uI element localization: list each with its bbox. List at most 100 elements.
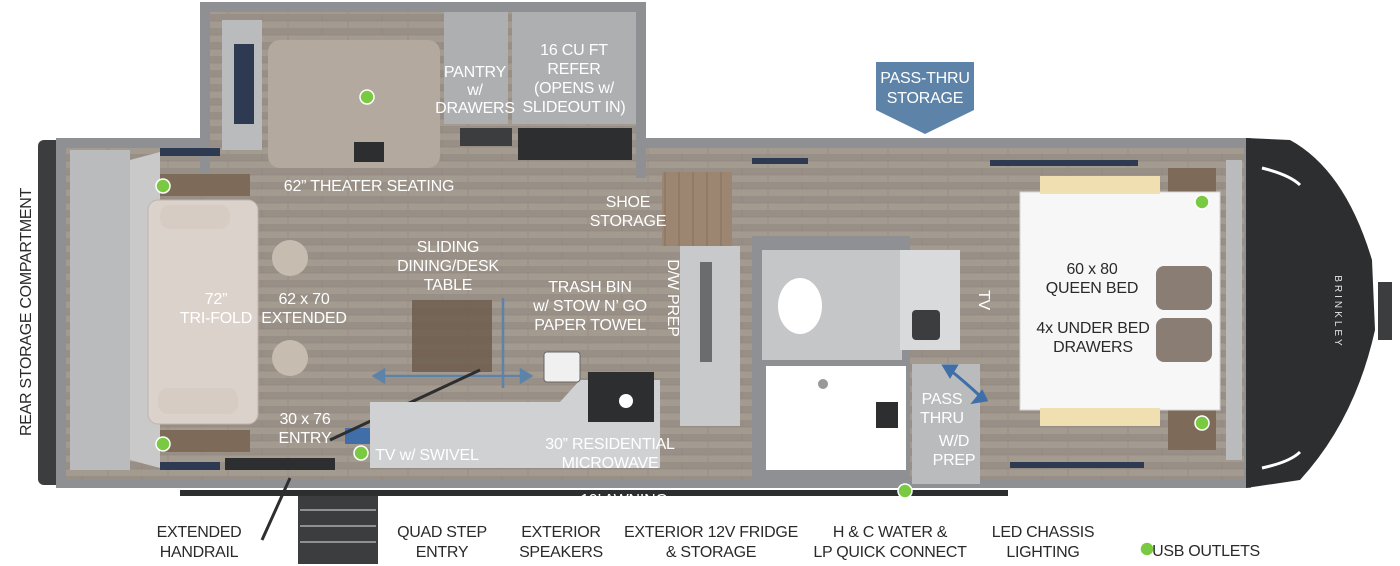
- theater-console: [354, 142, 384, 162]
- bed-label-2: QUEEN BED: [1046, 280, 1138, 297]
- callout-line-1: PASS-THRU: [880, 70, 969, 87]
- theater-seating-label: 62” THEATER SEATING: [284, 178, 454, 195]
- dining-label-3: TABLE: [424, 277, 473, 294]
- under-bed-label-1: 4x UNDER BED: [1036, 320, 1149, 337]
- dw-prep-label: D/W PREP: [664, 259, 681, 337]
- refer-label-3: (OPENS w/: [534, 80, 615, 97]
- speakers-label-1: EXTERIOR: [521, 524, 600, 541]
- sofa-pillow: [158, 388, 238, 414]
- brand-logo: BRINKLEY: [1332, 275, 1343, 348]
- nightstand-bottom: [1168, 406, 1216, 450]
- pass-thru-storage-callout: [876, 62, 974, 134]
- trash-label-2: w/ STOW N’ GO: [532, 298, 647, 315]
- theater-seating: [268, 40, 440, 168]
- usb-dot-bed-top: [1194, 194, 1210, 210]
- sofa-ext-label-2: EXTENDED: [261, 310, 347, 327]
- refer-label-4: SLIDEOUT IN): [522, 99, 625, 116]
- kingpin: [1378, 282, 1392, 340]
- wd-prep-label-2: PREP: [933, 452, 976, 469]
- rear-storage-label: REAR STORAGE COMPARTMENT: [18, 188, 35, 436]
- sofa-label-2: TRI-FOLD: [180, 310, 252, 327]
- bath-tv-label: TV: [975, 290, 992, 311]
- under-bed-drawers-top: [1040, 176, 1160, 194]
- pass-thru-arrow: [941, 364, 989, 405]
- toilet: [778, 278, 822, 334]
- window-2: [160, 462, 220, 470]
- awning-label: 19’ AWNING: [580, 492, 668, 509]
- refer-label-1: 16 CU FT: [540, 42, 608, 59]
- usb-legend-label: USB OUTLETS: [1152, 543, 1260, 560]
- shoe-storage: [662, 172, 732, 246]
- awning-bar: [180, 490, 1008, 496]
- dining-label-1: SLIDING: [417, 239, 480, 256]
- kitchen-island: [370, 380, 660, 468]
- callout-line-2: STORAGE: [887, 90, 964, 107]
- window-1: [160, 148, 220, 156]
- shoe-storage-label-1: SHOE: [606, 194, 651, 211]
- under-bed-drawers-bottom: [1040, 408, 1160, 426]
- refer: [512, 12, 636, 124]
- windows: [160, 148, 1144, 470]
- microwave-knob: [619, 394, 633, 408]
- usb-legend-dot: [1139, 541, 1155, 557]
- shower-fixture: [876, 402, 898, 428]
- quad-step-label-1: QUAD STEP: [397, 524, 487, 541]
- window-4: [990, 160, 1138, 166]
- dining-table: [412, 300, 492, 372]
- fridge-label-1: EXTERIOR 12V FRIDGE: [624, 524, 798, 541]
- under-bed-label-2: DRAWERS: [1053, 339, 1133, 356]
- entry-door: [225, 458, 335, 470]
- handrail-label-1: EXTENDED: [157, 524, 242, 541]
- refer-label-2: REFER: [547, 61, 600, 78]
- usb-markers: [155, 89, 1210, 557]
- trash-bin: [543, 351, 581, 383]
- ottoman-bottom: [272, 340, 308, 376]
- refer-door: [518, 128, 632, 160]
- water-label-1: H & C WATER &: [833, 524, 948, 541]
- handrail-label-2: HANDRAIL: [160, 544, 239, 561]
- front-light-bottom: [1261, 450, 1302, 470]
- bed-pillow-2: [1156, 318, 1212, 362]
- usb-dot-quick-connect: [897, 483, 913, 499]
- pantry: [444, 12, 508, 124]
- led-label-1: LED CHASSIS: [992, 524, 1095, 541]
- kitchen: [370, 172, 740, 468]
- trash-label-3: PAPER TOWEL: [534, 317, 646, 334]
- usb-dot-rear-bottom: [155, 436, 171, 452]
- step-stack: [298, 496, 378, 564]
- sofa-pillow-top: [160, 205, 230, 229]
- led-label-2: LIGHTING: [1006, 544, 1079, 561]
- sofa-label-1: 72”: [205, 291, 228, 308]
- shower-drain: [818, 379, 828, 389]
- shoe-storage-label-2: STORAGE: [590, 213, 667, 230]
- usb-dot-theater: [359, 89, 375, 105]
- pantry-label-3: DRAWERS: [435, 100, 515, 117]
- dining-label-2: DINING/DESK: [397, 258, 499, 275]
- end-table-bottom: [160, 430, 250, 452]
- usb-dot-rear-top: [155, 178, 171, 194]
- table-slide-arrows: [371, 298, 534, 388]
- quad-step-label-2: ENTRY: [416, 544, 469, 561]
- entry-steps: [260, 477, 378, 564]
- window-3: [752, 158, 808, 164]
- fridge-label-2: & STORAGE: [666, 544, 756, 561]
- pantry-label-1: PANTRY: [444, 64, 507, 81]
- front-wardrobe: [1226, 160, 1242, 460]
- front-light-top: [1261, 166, 1302, 187]
- slideout-details: [222, 12, 636, 168]
- water-label-2: LP QUICK CONNECT: [813, 544, 967, 561]
- window-5: [1010, 462, 1144, 468]
- bed-label-1: 60 x 80: [1066, 261, 1117, 278]
- usb-dot-tv: [353, 445, 369, 461]
- shower-label-2: SHOWER: [783, 428, 854, 445]
- sink: [912, 310, 940, 340]
- rear-storage-wall: [70, 150, 130, 470]
- front-cap: [1246, 138, 1375, 488]
- bed-pillow-1: [1156, 266, 1212, 310]
- pantry-label-2: w/: [466, 82, 483, 99]
- shower-label-1: 30 x 42: [792, 409, 843, 426]
- end-table-top: [160, 174, 250, 196]
- trash-label-1: TRASH BIN: [548, 279, 632, 296]
- bedroom: [1019, 160, 1242, 460]
